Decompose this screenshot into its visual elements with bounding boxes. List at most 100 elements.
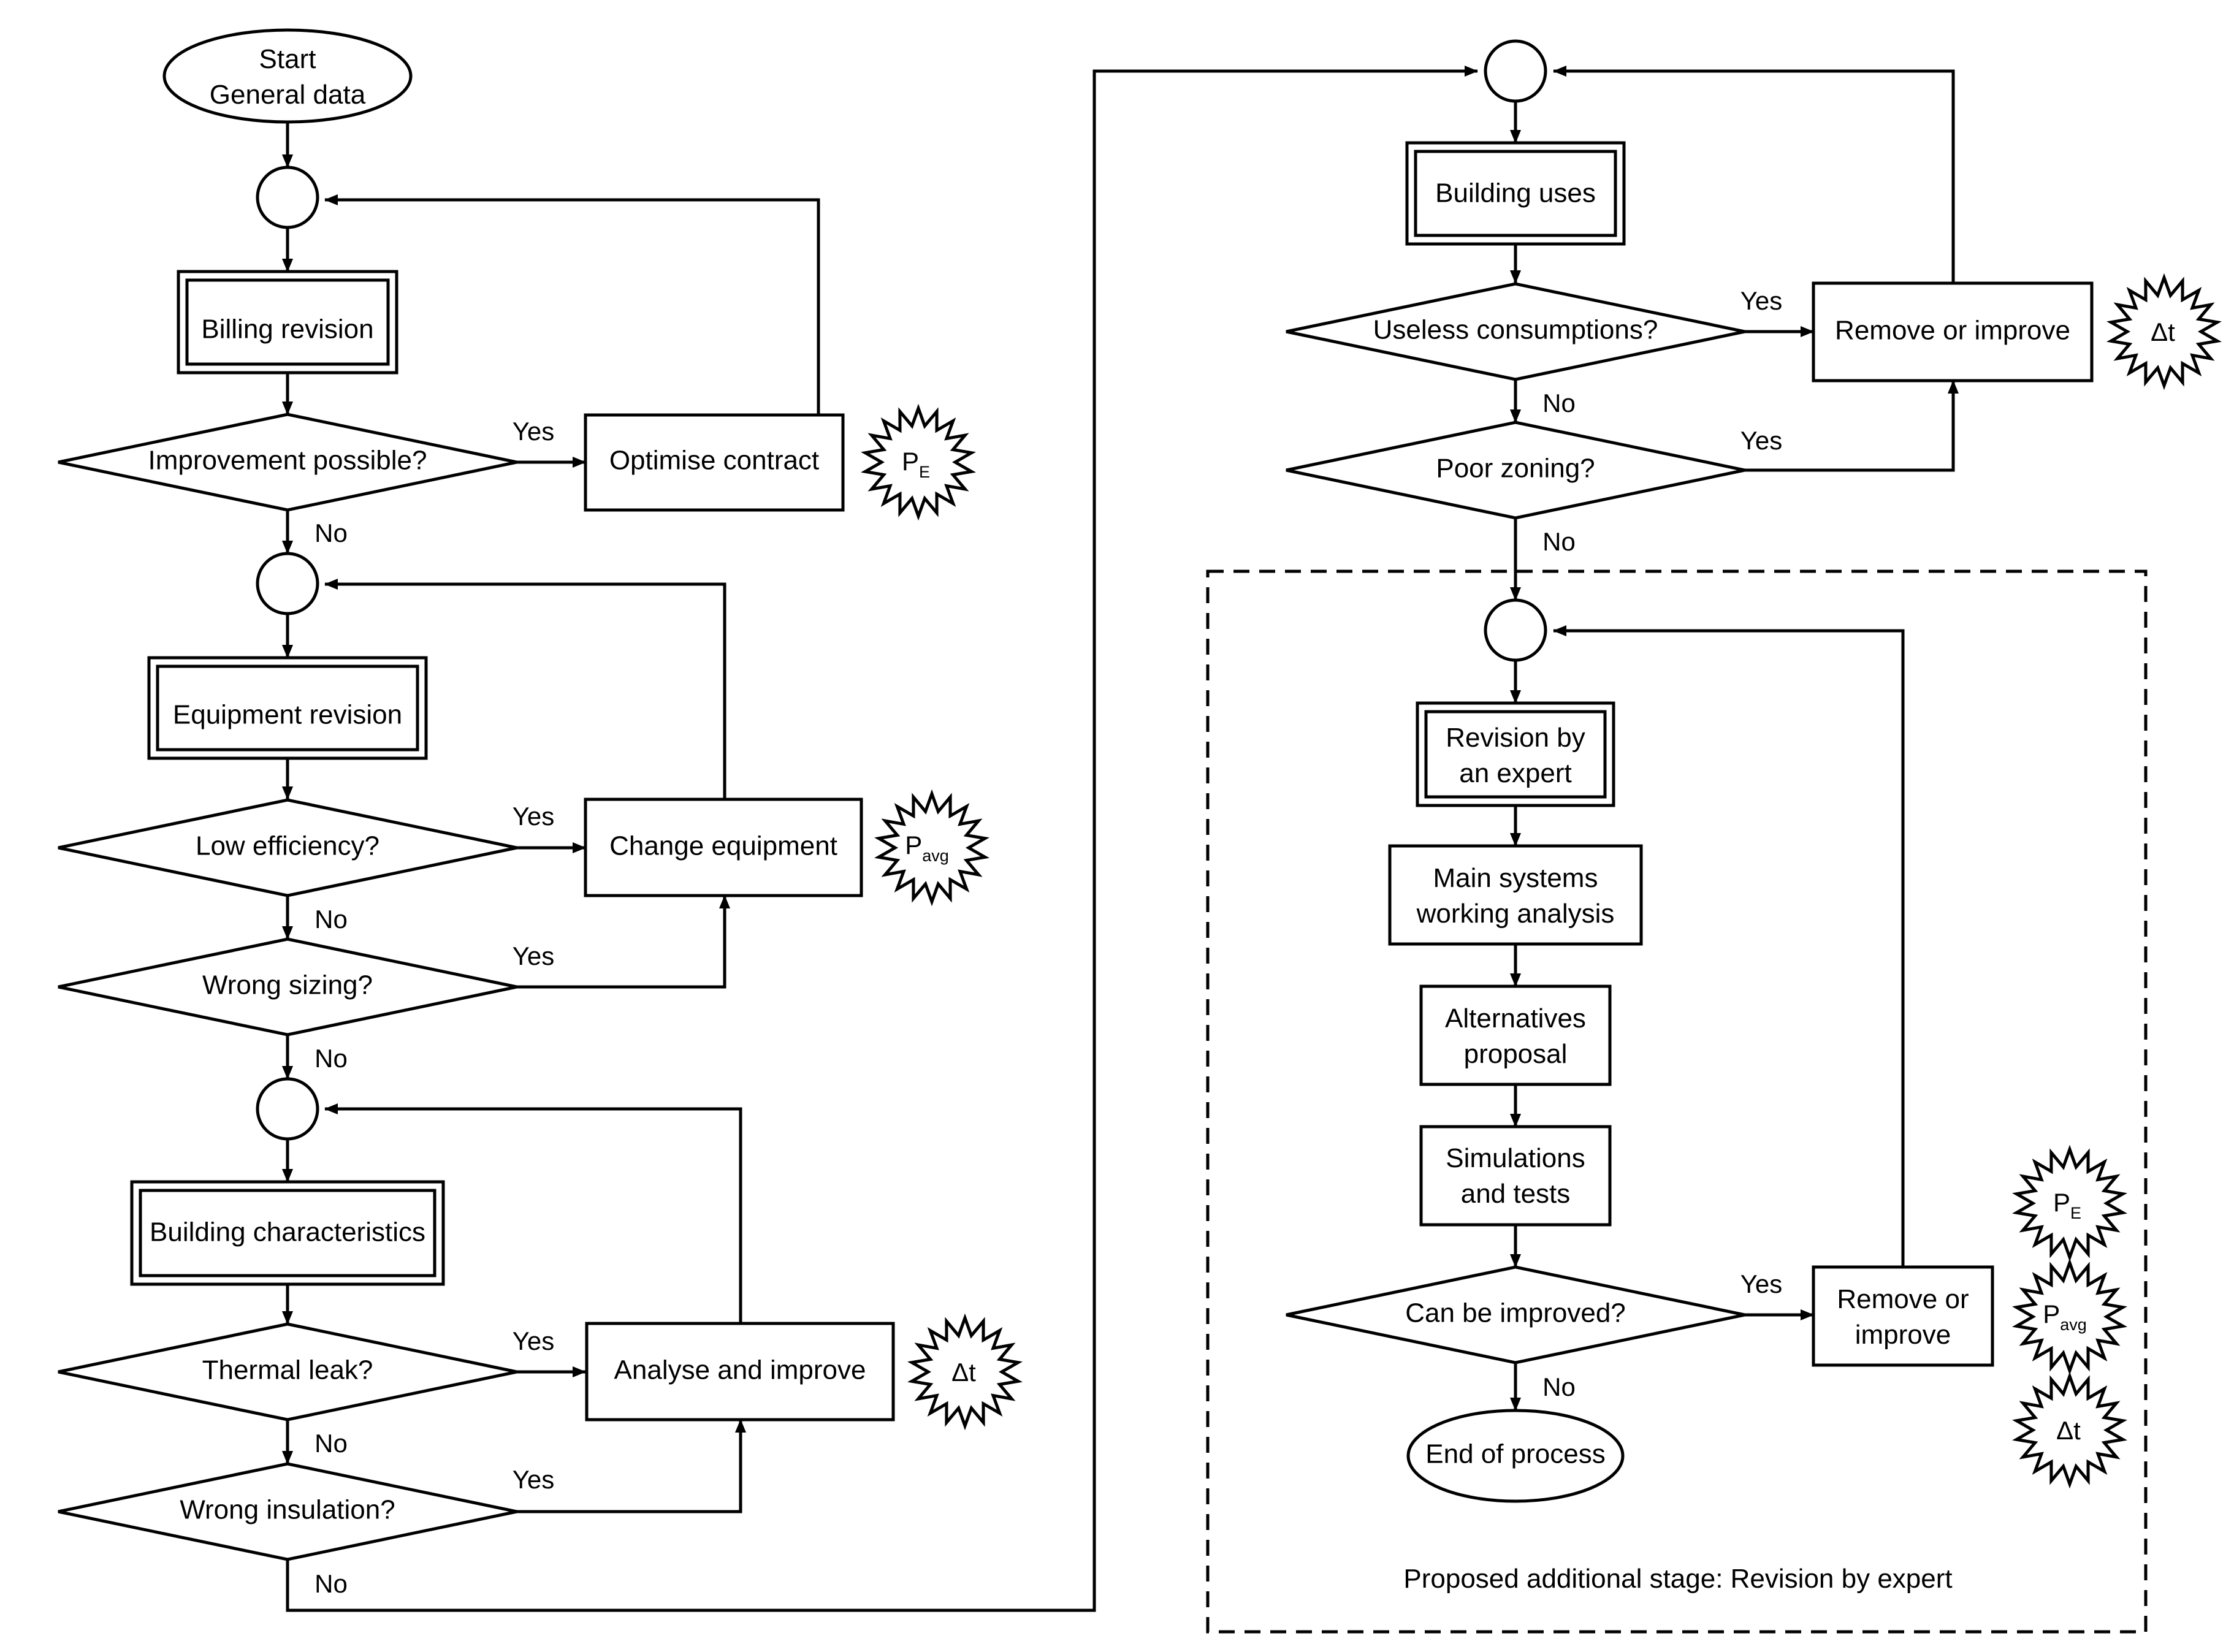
no-label: No (1542, 527, 1576, 556)
alternatives-line1: Alternatives (1445, 1003, 1586, 1033)
useless-decision: Useless consumptions? (1286, 282, 1745, 381)
badge-label: PE (902, 447, 930, 481)
poor-zoning-decision: Poor zoning? (1286, 421, 1745, 520)
yes-label: Yes (513, 417, 555, 446)
arrow-expert-loop (1553, 625, 1905, 1267)
sizing-decision: Wrong sizing? (58, 937, 517, 1037)
delta-t-badge-1: Δt (907, 1313, 1023, 1431)
billing-revision-box: Billing revision (177, 270, 398, 375)
alternatives-box: Alternatives proposal (1419, 984, 1612, 1086)
starburst-shape (2012, 1144, 2127, 1262)
start-label-line1: Start (259, 44, 316, 74)
pe-badge-2: PE (2012, 1144, 2127, 1262)
efficiency-decision: Low efficiency? (58, 798, 517, 897)
no-label: No (315, 1044, 348, 1073)
no-label: No (315, 905, 348, 934)
improvement-decision: Improvement possible? (58, 413, 517, 512)
starburst-shape (907, 1313, 1023, 1431)
revision-by-expert-box: Revision by an expert (1416, 701, 1615, 807)
remove-improve-expert-box: Remove or improve (1812, 1265, 1994, 1367)
starburst-shape (2106, 273, 2222, 390)
arrow-zoning-yes (1745, 380, 1959, 472)
thermal-decision: Thermal leak? (58, 1322, 517, 1422)
junction-4 (1484, 39, 1547, 103)
end-node: End of process (1406, 1409, 1625, 1503)
building-characteristics-box: Building characteristics (130, 1180, 445, 1286)
main-systems-line2: working analysis (1416, 899, 1615, 929)
expert-stage-caption: Proposed additional stage: Revision by e… (1403, 1564, 1952, 1594)
building-uses-box: Building uses (1405, 141, 1626, 246)
equipment-revision-box: Equipment revision (147, 656, 428, 760)
no-label: No (315, 519, 348, 547)
yes-label: Yes (513, 1327, 555, 1355)
arrow-optimise-loop (324, 194, 820, 415)
main-systems-box: Main systems working analysis (1388, 844, 1643, 946)
arrow-equipment-loop (324, 579, 726, 799)
expert-stage-frame (1206, 569, 2148, 1634)
insulation-decision: Wrong insulation? (58, 1462, 517, 1561)
efficiency-decision-label: Low efficiency? (196, 831, 379, 861)
badge-label: Pavg (2043, 1300, 2087, 1334)
badge-label: Δt (2151, 318, 2175, 346)
arrow-analyse-loop (324, 1103, 742, 1323)
can-be-improved-label: Can be improved? (1405, 1298, 1626, 1328)
junction-3 (256, 1077, 319, 1141)
yes-label: Yes (1740, 1269, 1783, 1298)
yes-label: Yes (1740, 426, 1783, 455)
change-equipment-box: Change equipment (584, 797, 863, 897)
insulation-decision-label: Wrong insulation? (180, 1495, 395, 1525)
analyse-improve-label: Analyse and improve (614, 1355, 866, 1385)
arrow-to-right-column (286, 66, 1478, 1612)
revision-by-expert-line1: Revision by (1446, 723, 1585, 753)
pe-badge-1: PE (861, 403, 976, 521)
sizing-decision-label: Wrong sizing? (202, 970, 373, 1000)
simulations-line2: and tests (1461, 1179, 1571, 1209)
remove-improve-expert-line1: Remove or (1837, 1284, 1969, 1314)
connectors (282, 66, 1959, 1612)
poor-zoning-decision-label: Poor zoning? (1436, 454, 1595, 484)
starburst-shape (2012, 1258, 2127, 1376)
junction-2 (256, 552, 319, 615)
change-equipment-label: Change equipment (609, 831, 837, 861)
remove-improve-box: Remove or improve (1812, 281, 2094, 383)
badge-label: Δt (951, 1358, 976, 1387)
building-uses-label: Building uses (1435, 178, 1596, 208)
no-label: No (315, 1429, 348, 1458)
pavg-badge-1: Pavg (874, 789, 989, 907)
junction-5 (1484, 598, 1547, 662)
optimise-contract-box: Optimise contract (584, 413, 845, 512)
useless-decision-label: Useless consumptions? (1373, 315, 1658, 345)
yes-label: Yes (1740, 286, 1783, 315)
yes-label: Yes (513, 1465, 555, 1494)
main-systems-line1: Main systems (1433, 863, 1598, 893)
end-label: End of process (1425, 1439, 1606, 1469)
yes-label: Yes (513, 942, 555, 970)
no-label: No (1542, 1372, 1576, 1401)
starburst-shape (861, 403, 976, 521)
optimise-contract-label: Optimise contract (609, 446, 819, 476)
starburst-shape (874, 789, 989, 907)
alternatives-line2: proposal (1464, 1039, 1568, 1069)
no-label: No (1542, 389, 1576, 417)
thermal-decision-label: Thermal leak? (202, 1355, 373, 1385)
remove-improve-label: Remove or improve (1835, 316, 2070, 346)
arrow-insulation-yes (517, 1419, 746, 1513)
arrow-sizing-yes (517, 895, 730, 989)
delta-t-badge-3: Δt (2012, 1371, 2127, 1489)
no-label: No (315, 1569, 348, 1598)
delta-t-badge-2: Δt (2106, 273, 2222, 390)
starburst-shape (2012, 1371, 2127, 1489)
arrow-remove-loop (1553, 66, 1955, 283)
simulations-box: Simulations and tests (1419, 1125, 1612, 1227)
pavg-badge-2: Pavg (2012, 1258, 2127, 1376)
billing-revision-label: Billing revision (201, 314, 373, 344)
remove-improve-expert-line2: improve (1855, 1320, 1951, 1350)
building-characteristics-label: Building characteristics (150, 1217, 425, 1247)
yes-label: Yes (513, 802, 555, 831)
revision-by-expert-line2: an expert (1459, 758, 1571, 788)
analyse-improve-box: Analyse and improve (585, 1322, 895, 1422)
improvement-decision-label: Improvement possible? (148, 446, 427, 476)
start-label-line2: General data (210, 80, 366, 110)
badge-label: Δt (2056, 1416, 2081, 1445)
